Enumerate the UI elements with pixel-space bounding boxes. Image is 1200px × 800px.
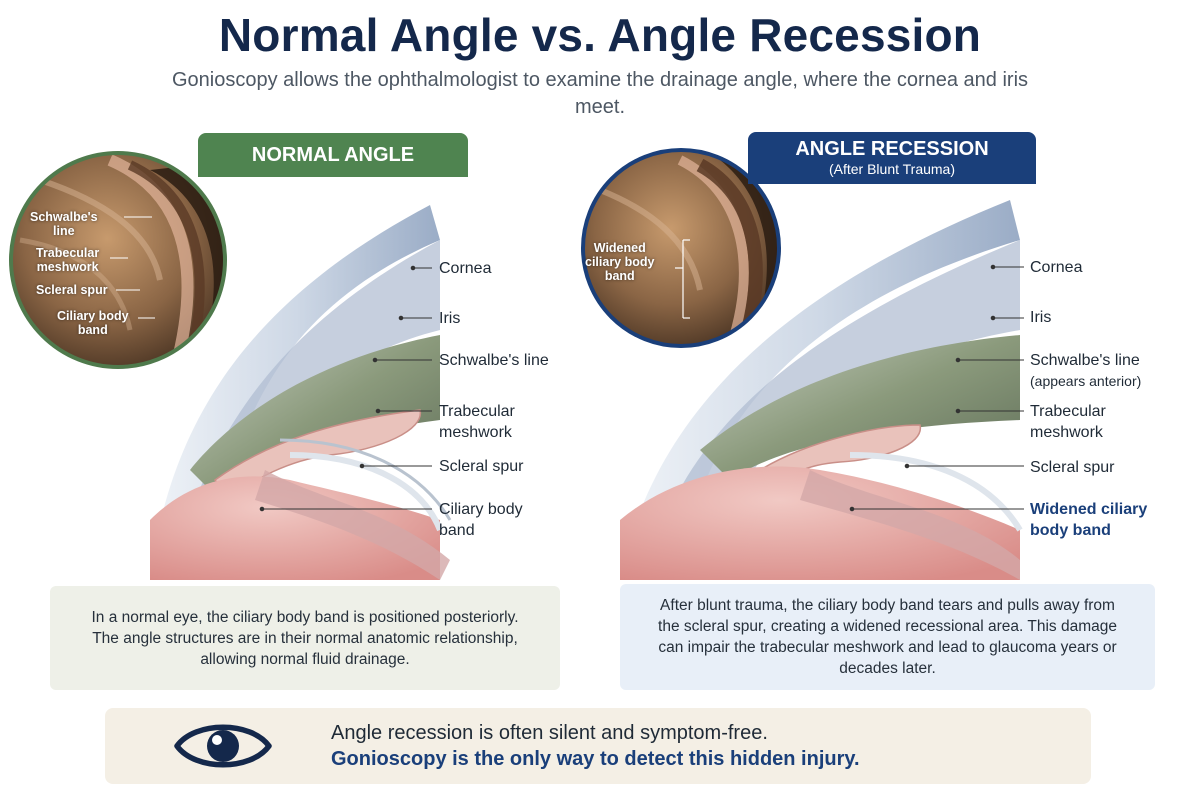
footer-line-2: Gonioscopy is the only way to detect thi… <box>331 748 860 770</box>
lens-label-scleral-spur: Scleral spur <box>36 283 108 297</box>
angle-recession-badge: ANGLE RECESSION (After Blunt Trauma) <box>748 132 1036 184</box>
recession-label-schwalbe: Schwalbe's line (appears anterior) <box>1030 350 1141 392</box>
anatomy-illustrations <box>9 148 1024 580</box>
recession-label-cornea: Cornea <box>1030 259 1083 276</box>
normal-description-box: In a normal eye, the ciliary body band i… <box>50 586 560 690</box>
recession-label-iris: Iris <box>1030 309 1052 326</box>
normal-label-cornea: Cornea <box>439 260 492 277</box>
normal-leader-lines <box>259 265 432 512</box>
normal-label-iris: Iris <box>439 310 461 327</box>
recession-label-schwalbe-note: (appears anterior) <box>1030 373 1142 389</box>
recession-description: After blunt trauma, the ciliary body ban… <box>658 597 1117 677</box>
recession-illustration <box>620 200 1023 580</box>
page-subtitle: Gonioscopy allows the ophthalmologist to… <box>171 69 1029 118</box>
recession-label-scleral-spur: Scleral spur <box>1030 459 1115 476</box>
normal-label-scleral-spur: Scleral spur <box>439 458 524 475</box>
angle-recession-badge-title: ANGLE RECESSION <box>795 138 989 160</box>
normal-angle-badge: NORMAL ANGLE <box>198 133 468 177</box>
recession-leader-lines <box>849 264 1024 512</box>
recession-description-box: After blunt trauma, the ciliary body ban… <box>620 584 1155 690</box>
eye-icon <box>174 724 272 768</box>
page-title: Normal Angle vs. Angle Recession <box>218 9 982 61</box>
normal-label-schwalbe: Schwalbe's line <box>439 352 549 369</box>
footer-line-1: Angle recession is often silent and symp… <box>331 722 768 744</box>
normal-angle-illustration <box>150 205 452 580</box>
footer-callout: Angle recession is often silent and symp… <box>105 708 1091 784</box>
angle-recession-badge-subtitle: (After Blunt Trauma) <box>828 161 956 177</box>
recession-label-schwalbe-text: Schwalbe's line <box>1030 352 1140 369</box>
normal-description: In a normal eye, the ciliary body band i… <box>91 608 519 668</box>
